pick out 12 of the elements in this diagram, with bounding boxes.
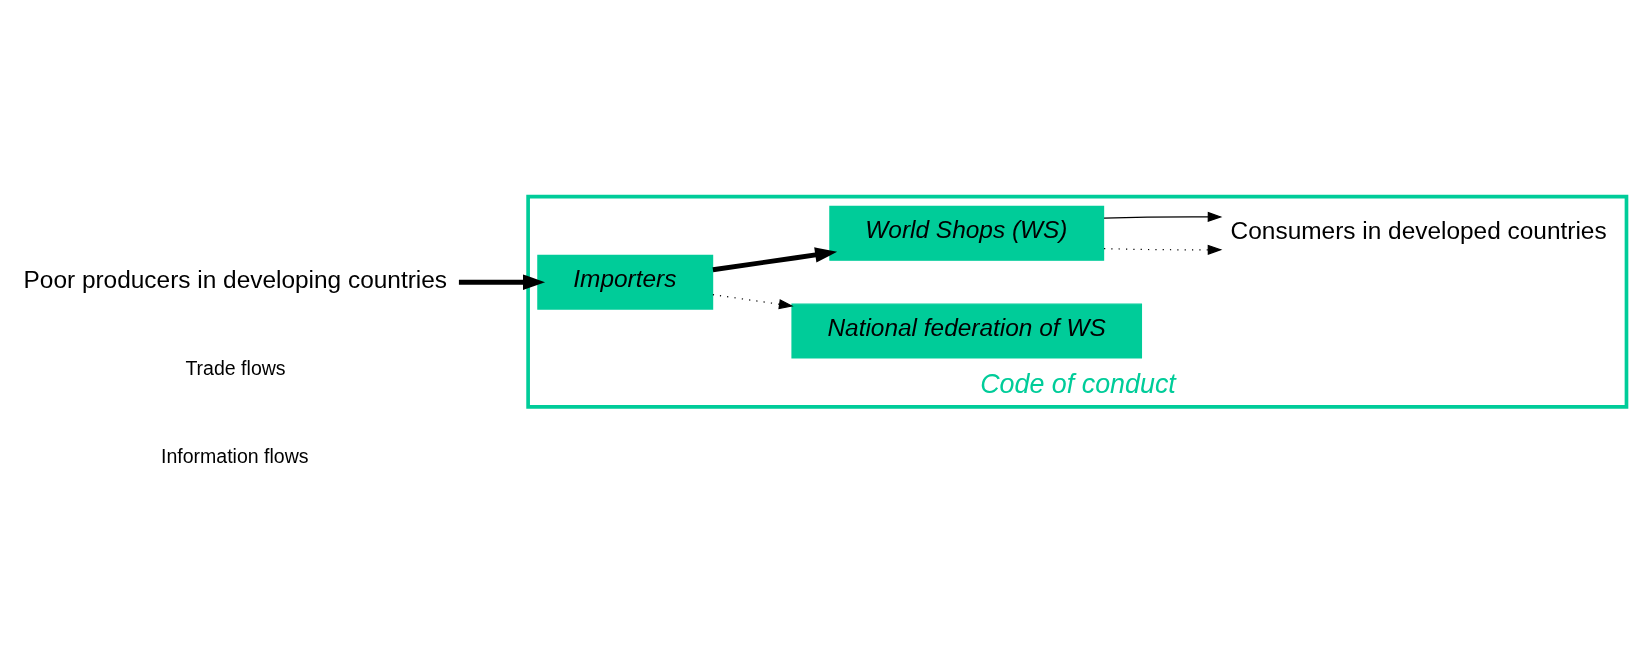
arrow <box>458 273 546 290</box>
node-box: World Shops (WS) <box>829 205 1105 261</box>
node-box: National federation of WS <box>791 303 1143 359</box>
legend-label: Trade flows <box>185 356 286 379</box>
arrow <box>712 293 794 309</box>
arrow <box>1103 244 1223 255</box>
node-text: Consumers in developed countries <box>1230 216 1607 244</box>
arrow <box>1103 211 1223 222</box>
node-text: Poor producers in developing countries <box>23 265 448 293</box>
legend-label: Information flows <box>160 444 309 467</box>
node-box: Importers <box>537 254 714 310</box>
arrow <box>712 246 838 272</box>
